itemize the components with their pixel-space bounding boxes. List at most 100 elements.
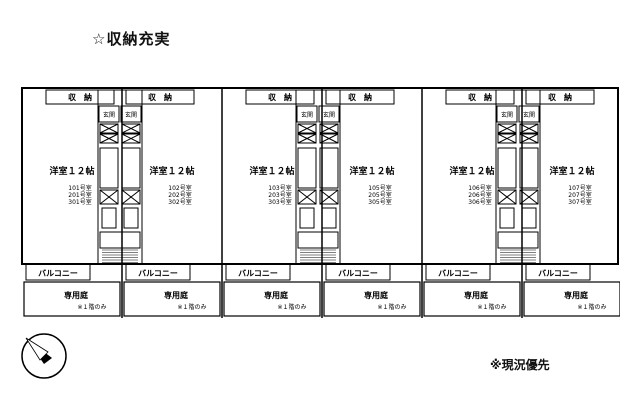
balcony	[225, 263, 291, 281]
unit-number-label: 203号室	[268, 191, 291, 199]
private-garden-label: 専用庭	[364, 290, 389, 300]
storage-closet	[525, 89, 595, 105]
toilet	[101, 207, 117, 229]
unit-number-label: 205号室	[368, 191, 391, 199]
shoe-closet	[497, 133, 517, 144]
unit-number-label: 107号室	[568, 184, 591, 192]
unit-number-label: 301号室	[68, 198, 91, 206]
entrance	[120, 105, 142, 123]
unit-number-label: 302号室	[168, 198, 191, 206]
room-size-label: 洋室１２帖	[449, 165, 494, 177]
private-garden	[23, 281, 121, 317]
unit-number-label: 202号室	[168, 191, 191, 199]
shoe-closet	[319, 123, 339, 134]
entrance	[318, 105, 340, 123]
storage-label: 収 納	[548, 92, 572, 102]
balcony-label: バルコニー	[238, 269, 278, 278]
private-garden	[523, 281, 620, 317]
room-size-label: 洋室１２帖	[49, 165, 94, 177]
balcony-label: バルコニー	[338, 269, 378, 278]
unit-number-label: 303号室	[268, 198, 291, 206]
unit-number-label: 106号室	[468, 184, 491, 192]
storage-closet	[45, 89, 115, 105]
kitchen	[497, 147, 517, 189]
unit-number-label: 102号室	[168, 184, 191, 192]
storage-label: 収 納	[348, 92, 372, 102]
wet-core	[495, 89, 541, 265]
kitchen	[121, 147, 141, 189]
entrance	[518, 105, 540, 123]
private-garden	[323, 281, 421, 317]
washer-space	[519, 189, 539, 205]
washer-space	[497, 189, 517, 205]
bathroom	[99, 231, 141, 249]
unit-number-label: 207号室	[568, 191, 591, 199]
storage-closet	[245, 89, 315, 105]
room-size-label: 洋室１２帖	[349, 165, 394, 177]
private-garden	[223, 281, 321, 317]
private-garden-label: 専用庭	[164, 290, 189, 300]
unit-number-label: 201号室	[68, 191, 91, 199]
entrance	[496, 105, 518, 123]
shoe-closet	[497, 123, 517, 134]
shoe-closet	[121, 133, 141, 144]
private-garden-label: 専用庭	[64, 290, 89, 300]
kitchen	[99, 147, 119, 189]
shoe-closet	[99, 123, 119, 134]
first-floor-only-note: ※１階のみ	[177, 303, 206, 311]
unit-number-label: 307号室	[568, 198, 591, 206]
unit-number-label: 101号室	[68, 184, 91, 192]
shoe-closet	[519, 123, 539, 134]
unit-number-label: 305号室	[368, 198, 391, 206]
unit-number-label: 103号室	[268, 184, 291, 192]
shoe-closet	[297, 133, 317, 144]
entrance-label: 玄関	[323, 111, 335, 119]
kitchen	[297, 147, 317, 189]
first-floor-only-note: ※１階のみ	[77, 303, 106, 311]
storage-label: 収 納	[148, 92, 172, 102]
entrance-label: 玄関	[125, 111, 137, 119]
storage-closet	[125, 89, 195, 105]
balcony	[325, 263, 391, 281]
balcony-label: バルコニー	[138, 269, 178, 278]
balcony	[125, 263, 191, 281]
toilet	[299, 207, 315, 229]
storage-label: 収 納	[68, 92, 92, 102]
kitchen	[519, 147, 539, 189]
unit-number-label: 306号室	[468, 198, 491, 206]
unit-number-label: 105号室	[368, 184, 391, 192]
shoe-closet	[319, 133, 339, 144]
entrance-label: 玄関	[523, 111, 535, 119]
storage-closet	[445, 89, 515, 105]
room-size-label: 洋室１２帖	[149, 165, 194, 177]
shoe-closet	[121, 123, 141, 134]
shoe-closet	[99, 133, 119, 144]
wet-core	[97, 89, 143, 265]
first-floor-only-note: ※１階のみ	[377, 303, 406, 311]
shoe-closet	[519, 133, 539, 144]
storage-label: 収 納	[468, 92, 492, 102]
private-garden-label: 専用庭	[264, 290, 289, 300]
first-floor-only-note: ※１階のみ	[477, 303, 506, 311]
entrance	[296, 105, 318, 123]
balcony-label: バルコニー	[438, 269, 478, 278]
washer-space	[121, 189, 141, 205]
balcony-label: バルコニー	[38, 269, 78, 278]
room-size-label: 洋室１２帖	[549, 165, 594, 177]
first-floor-only-note: ※１階のみ	[577, 303, 606, 311]
shoe-closet	[297, 123, 317, 134]
toilet	[499, 207, 515, 229]
washer-space	[319, 189, 339, 205]
current-condition-note: ※現況優先	[490, 358, 550, 372]
kitchen	[319, 147, 339, 189]
washer-space	[297, 189, 317, 205]
unit-number-label: 206号室	[468, 191, 491, 199]
north-arrow-icon	[21, 333, 67, 379]
bathroom	[297, 231, 339, 249]
balcony	[425, 263, 491, 281]
first-floor-only-note: ※１階のみ	[277, 303, 306, 311]
storage-label: 収 納	[268, 92, 292, 102]
toilet	[521, 207, 537, 229]
entrance-label: 玄関	[103, 111, 115, 119]
